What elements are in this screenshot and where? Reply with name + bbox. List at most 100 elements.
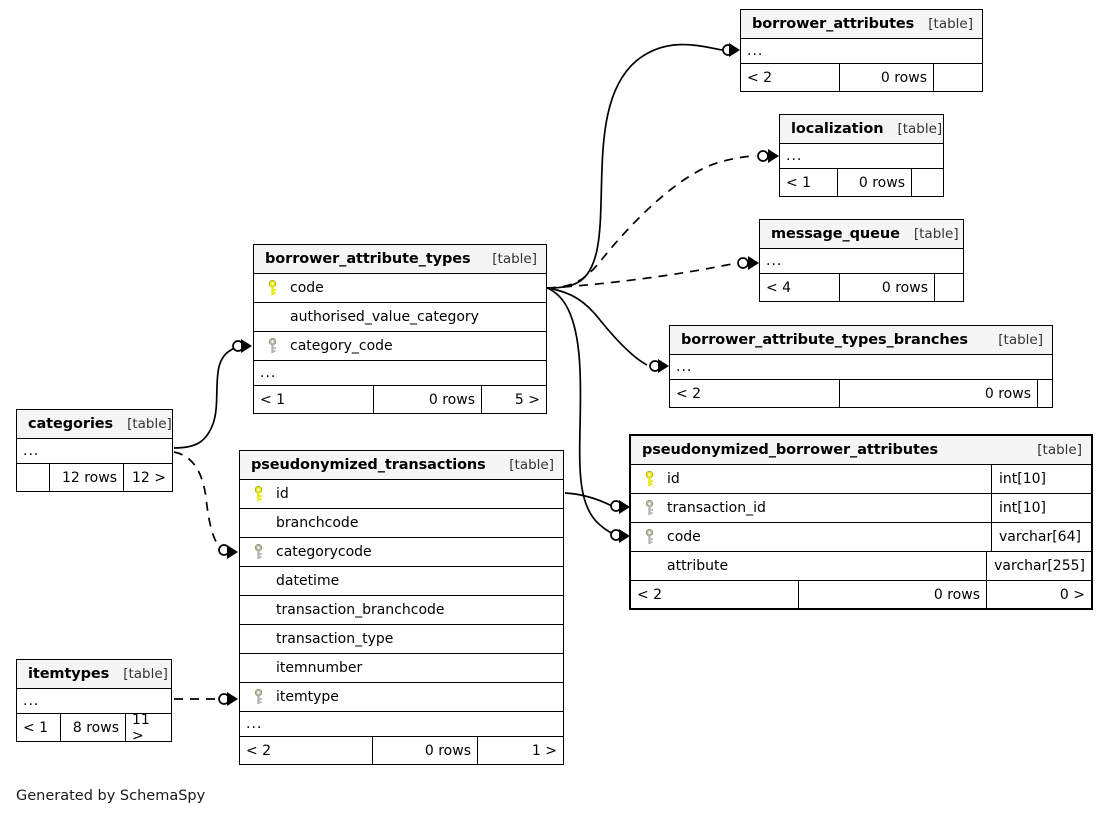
more-columns-ellipsis[interactable]: ... [670, 355, 1052, 380]
relationship-endpoint-ep-borrower_attributes [722, 43, 740, 57]
column-row-transaction_type[interactable]: transaction_type [240, 625, 563, 654]
column-main: attribute [631, 552, 986, 580]
footer-parent-count[interactable]: < 1 [780, 169, 838, 196]
relationship-endpoint-ep-localization [757, 149, 779, 163]
column-main: datetime [240, 567, 563, 595]
footer-parent-count[interactable]: < 2 [670, 380, 840, 407]
column-name: branchcode [276, 515, 359, 531]
table-node-pseudonymized_transactions[interactable]: pseudonymized_transactions[table]id branc… [239, 450, 564, 765]
relationship-edge-categories-to-pt [173, 451, 223, 550]
footer-parent-count[interactable]: < 4 [760, 274, 840, 301]
footer-child-count[interactable] [912, 169, 943, 196]
more-columns-ellipsis[interactable]: ... [741, 39, 982, 64]
primary-key-icon [246, 486, 270, 502]
column-row-transaction_branchcode[interactable]: transaction_branchcode [240, 596, 563, 625]
relationship-endpoint-ep-message_queue [737, 256, 759, 270]
cardinality-zero-circle [722, 44, 734, 56]
foreign-key-icon [260, 338, 284, 354]
table-header-message_queue[interactable]: message_queue[table] [760, 220, 963, 249]
table-header-pseudonymized_borrower_attributes[interactable]: pseudonymized_borrower_attributes[table] [631, 436, 1091, 465]
table-title: borrower_attributes [752, 16, 915, 32]
footer-child-count[interactable]: 1 > [531, 742, 557, 759]
table-header-borrower_attribute_types[interactable]: borrower_attribute_types[table] [254, 245, 546, 274]
table-type-tag: [table] [998, 332, 1043, 348]
primary-key-icon [260, 280, 284, 296]
column-name: id [276, 486, 289, 502]
more-columns-ellipsis[interactable]: ... [240, 712, 563, 737]
more-columns-ellipsis[interactable]: ... [254, 361, 546, 386]
cardinality-zero-circle [218, 693, 230, 705]
column-row-branchcode[interactable]: branchcode [240, 509, 563, 538]
more-columns-ellipsis[interactable]: ... [780, 144, 943, 169]
column-row-id[interactable]: id [240, 480, 563, 509]
table-node-pseudonymized_borrower_attributes[interactable]: pseudonymized_borrower_attributes[table]… [629, 434, 1093, 610]
table-header-borrower_attribute_types_branches[interactable]: borrower_attribute_types_branches[table] [670, 326, 1052, 355]
column-name: authorised_value_category [290, 309, 479, 325]
footer-row-count: 0 rows [840, 380, 1038, 407]
relationship-endpoint-ep-pba-code [610, 529, 630, 543]
column-main: code [254, 274, 546, 302]
footer-parent-count[interactable]: < 2 [240, 737, 373, 764]
footer-child-count[interactable] [934, 64, 982, 91]
footer-parent-count[interactable]: < 2 [741, 64, 840, 91]
footer-parent-count[interactable]: < 2 [631, 581, 799, 608]
column-row-itemtype[interactable]: itemtype [240, 683, 563, 712]
footer-parent-count[interactable]: < 1 [254, 386, 374, 413]
table-header-categories[interactable]: categories[table] [17, 410, 172, 439]
footer-child-count[interactable]: 0 > [1059, 586, 1085, 603]
relationship-edge-categories-to-bat [173, 345, 244, 449]
footer-child-count[interactable]: 5 > [514, 391, 540, 408]
column-main: categorycode [240, 538, 563, 566]
table-header-pseudonymized_transactions[interactable]: pseudonymized_transactions[table] [240, 451, 563, 480]
more-columns-ellipsis[interactable]: ... [760, 249, 963, 274]
column-name: transaction_branchcode [276, 602, 445, 618]
column-name: itemtype [276, 689, 339, 705]
table-header-borrower_attributes[interactable]: borrower_attributes[table] [741, 10, 982, 39]
table-title: pseudonymized_transactions [251, 457, 486, 473]
more-columns-ellipsis[interactable]: ... [17, 439, 172, 464]
more-columns-ellipsis[interactable]: ... [17, 689, 171, 714]
footer-child-count[interactable] [935, 274, 963, 301]
footer-child-count[interactable]: 11 > [132, 714, 150, 741]
column-main: category_code [254, 332, 546, 360]
column-row-authorised_value_category[interactable]: authorised_value_category [254, 303, 546, 332]
column-name: category_code [290, 338, 393, 354]
column-row-datetime[interactable]: datetime [240, 567, 563, 596]
table-type-tag: [table] [123, 666, 168, 682]
column-row-itemnumber[interactable]: itemnumber [240, 654, 563, 683]
primary-key-icon [637, 471, 661, 487]
relationship-endpoint-ep-branches [649, 359, 669, 373]
table-node-borrower_attribute_types[interactable]: borrower_attribute_types[table]code autho… [253, 244, 547, 414]
column-main: transaction_type [240, 625, 563, 653]
crows-foot-arrow [658, 359, 669, 373]
footer-row-count: 0 rows [374, 386, 482, 413]
table-node-borrower_attribute_types_branches[interactable]: borrower_attribute_types_branches[table]… [669, 325, 1053, 408]
column-row-categorycode[interactable]: categorycode [240, 538, 563, 567]
footer-parent-count[interactable]: < 1 [17, 714, 61, 741]
table-header-itemtypes[interactable]: itemtypes[table] [17, 660, 171, 689]
table-type-tag: [table] [913, 226, 959, 242]
column-row-category_code[interactable]: category_code [254, 332, 546, 361]
column-row-code[interactable]: code [254, 274, 546, 303]
footer-row-count: 0 rows [838, 169, 912, 196]
footer-child-count[interactable]: 12 > [132, 469, 166, 486]
column-name: categorycode [276, 544, 372, 560]
table-header-localization[interactable]: localization[table] [780, 115, 943, 144]
cardinality-zero-circle [649, 360, 661, 372]
footer-parent-count[interactable] [17, 464, 50, 491]
column-main: id [240, 480, 563, 508]
relationship-endpoint-ep-pt-categorycode [218, 544, 238, 559]
footer-child-count[interactable] [1038, 380, 1052, 407]
